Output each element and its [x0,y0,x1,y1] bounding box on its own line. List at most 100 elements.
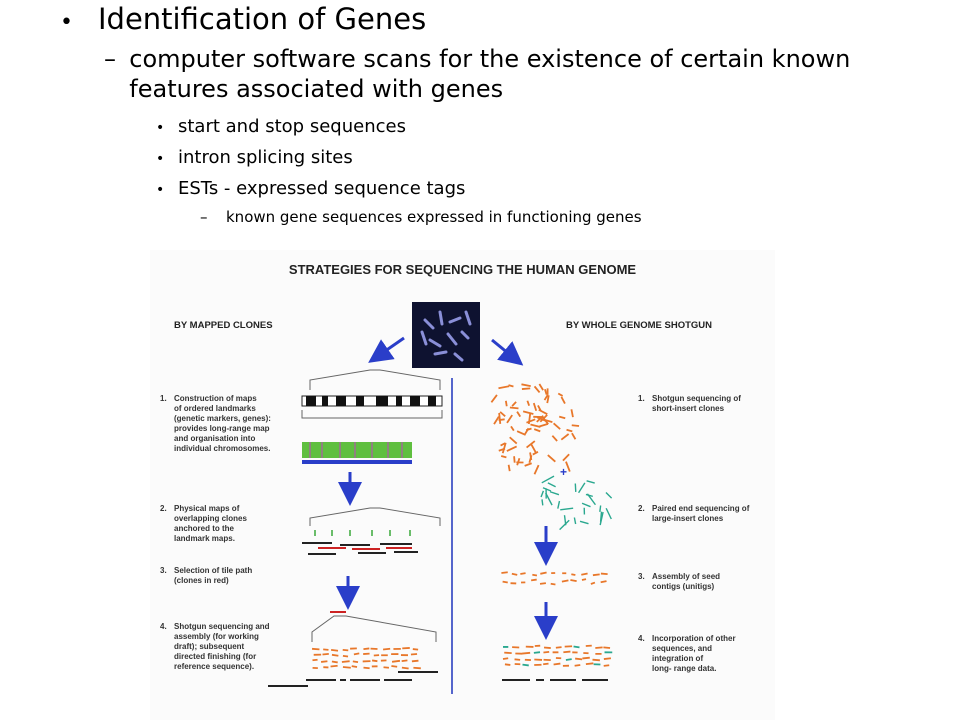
orange-fragment [312,658,318,662]
step-number: 2. [160,504,167,513]
orange-fragment [322,652,329,656]
orange-fragment [600,580,607,584]
step-text: Assembly of seed contigs (unitigs) [652,572,721,591]
feature-item: • intron splicing sites [156,147,353,168]
orange-fragment [411,659,419,663]
orange-fragment [320,660,328,663]
orange-fragment [498,385,510,390]
teal-fragment [547,482,556,488]
orange-fragment [507,464,511,472]
teal-fragment [573,517,577,525]
orange-fragment [522,663,529,667]
orange-fragment [533,464,540,475]
teal-fragment [541,475,555,484]
orange-fragment [581,572,588,576]
orange-fragment [510,425,515,432]
orange-fragment [565,658,572,661]
orange-fragment [566,428,573,433]
orange-fragment [546,395,550,404]
orange-fragment [573,645,580,649]
orange-fragment [352,660,359,664]
orange-fragment [525,427,532,432]
step-number: 2. [638,504,645,513]
step-text: Shotgun sequencing and assembly (for wor… [174,622,270,671]
orange-fragment [371,659,378,663]
orange-fragment [521,387,531,390]
orange-fragment [520,572,526,575]
orange-fragment [502,657,509,660]
step-text: Paired end sequencing of large-insert cl… [652,504,750,523]
orange-fragment [500,455,507,459]
seed-contigs [501,571,608,586]
orange-fragment [493,416,500,425]
orange-fragment [592,573,600,577]
orange-fragment [571,424,580,427]
teal-fragment [586,493,596,506]
orange-fragment [531,578,537,582]
orange-fragment [581,578,587,581]
orange-fragment [582,656,590,660]
orange-fragment [522,410,534,415]
orange-fragment [539,582,546,585]
orange-fragment [538,383,544,391]
step-number: 4. [160,622,167,631]
step-number: 3. [160,566,167,575]
orange-fragment [499,411,506,418]
orange-fragment [401,659,408,662]
right-step-1: 1. Shotgun sequencing of short-insert cl… [638,394,741,414]
orange-fragment [391,665,398,668]
feature-text: intron splicing sites [178,147,353,168]
teal-fragment [542,487,552,492]
teal-fragment [605,507,612,520]
orange-fragment [524,462,532,467]
orange-fragment [504,400,508,407]
left-step-1: 1. Construction of maps of ordered landm… [160,394,271,454]
feature-text: ESTs - expressed sequence tags [178,178,466,199]
slide-heading: Identification of Genes [98,2,427,36]
orange-fragment [521,383,531,387]
arrow-icon [491,338,524,366]
orange-fragment [330,664,338,668]
left-step-2: 2. Physical maps of overlapping clones a… [160,504,247,544]
orange-fragment [539,423,549,428]
orange-fragment [342,666,351,669]
orange-fragment [532,573,538,577]
orange-fragment [516,411,522,418]
bullet-icon: • [156,182,165,198]
orange-fragment [513,456,516,463]
orange-fragment [511,572,518,576]
step-text: Incorporation of other sequences, and in… [652,634,736,673]
orange-fragment [511,401,517,407]
step-text: Selection of tile path (clones in red) [174,566,253,585]
step-number: 3. [638,572,645,581]
orange-fragment [547,454,556,463]
orange-fragment [603,657,612,660]
orange-fragment [412,648,419,651]
orange-fragment [401,666,409,670]
orange-fragment [571,432,577,440]
orange-fragment [543,662,549,666]
step-number: 1. [160,394,167,403]
orange-fragment [351,665,358,668]
right-heading: BY WHOLE GENOME SHOTGUN [566,320,713,331]
step-number: 1. [638,394,645,403]
orange-fragment [504,651,512,654]
orange-fragment [570,409,574,418]
orange-fragment [563,650,571,654]
left-assembly [268,611,438,687]
orange-fragment [383,666,390,669]
figure-drawing: + [268,302,613,694]
orange-fragment [530,423,541,428]
orange-fragment [526,400,530,406]
orange-fragment [533,385,541,394]
teal-fragment [578,482,586,494]
teal-fragment [549,491,560,496]
orange-fragment [533,428,541,433]
orange-fragment [522,651,531,655]
teal-fragment [560,507,574,511]
orange-fragment [530,443,538,454]
shotgun-fragments [490,383,580,475]
orange-fragment [544,388,548,395]
right-step-2: 2. Paired end sequencing of large-insert… [638,504,749,524]
orange-fragment [330,648,339,652]
